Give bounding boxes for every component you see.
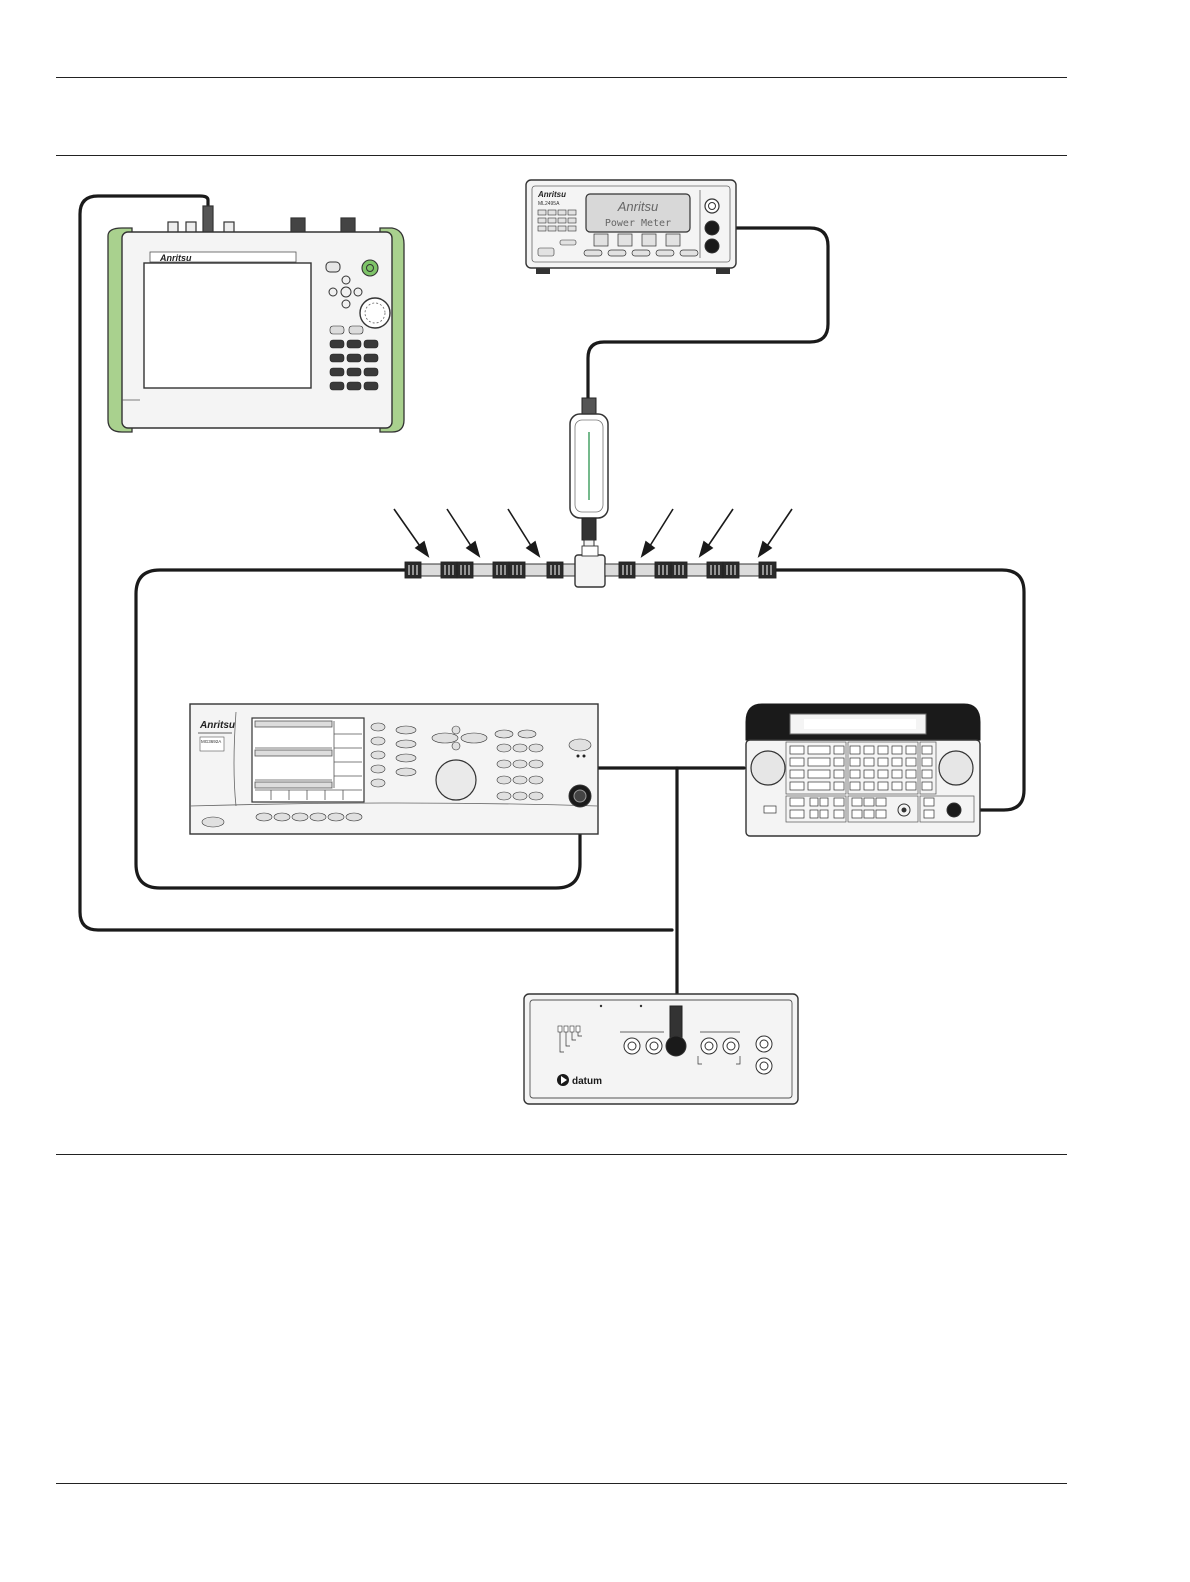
synthesizer-body xyxy=(190,704,598,834)
signal-generator-rf-output-port[interactable] xyxy=(947,803,961,817)
top-connectors xyxy=(168,206,355,234)
power-tee xyxy=(575,555,605,587)
synthesizer-model-label: MG3692A xyxy=(201,739,221,744)
signal-generator xyxy=(746,704,980,836)
power-meter-brand-label: Anritsu xyxy=(537,190,566,199)
power-sensor xyxy=(570,398,608,550)
frequency-reference-input-port[interactable] xyxy=(666,1036,686,1056)
synthesizer-brand-label: Anritsu xyxy=(199,720,235,731)
power-icon[interactable] xyxy=(362,260,378,276)
rotary-knob[interactable] xyxy=(360,298,390,328)
handheld-screen xyxy=(144,263,311,388)
power-meter-model-label: ML2495A xyxy=(538,201,560,207)
frequency-reference-brand-label: Datum xyxy=(572,1076,602,1087)
power-meter: Anritsu ML2495A Anritsu Power Meter xyxy=(526,180,736,274)
power-meter-sensor-port[interactable] xyxy=(705,221,719,235)
power-meter-display-text: Power Meter xyxy=(605,218,671,229)
frequency-reference: Datum xyxy=(524,994,798,1104)
synthesizer-display xyxy=(252,718,364,802)
handheld-brand-label: Anritsu xyxy=(159,253,192,263)
handheld-analyzer: Anritsu xyxy=(108,206,404,432)
power-meter-display-brand: Anritsu xyxy=(617,199,658,214)
adapter-chain xyxy=(405,546,776,587)
synthesizer-tuning-knob[interactable] xyxy=(436,760,476,800)
synthesizer: Anritsu MG3692A xyxy=(190,704,598,834)
